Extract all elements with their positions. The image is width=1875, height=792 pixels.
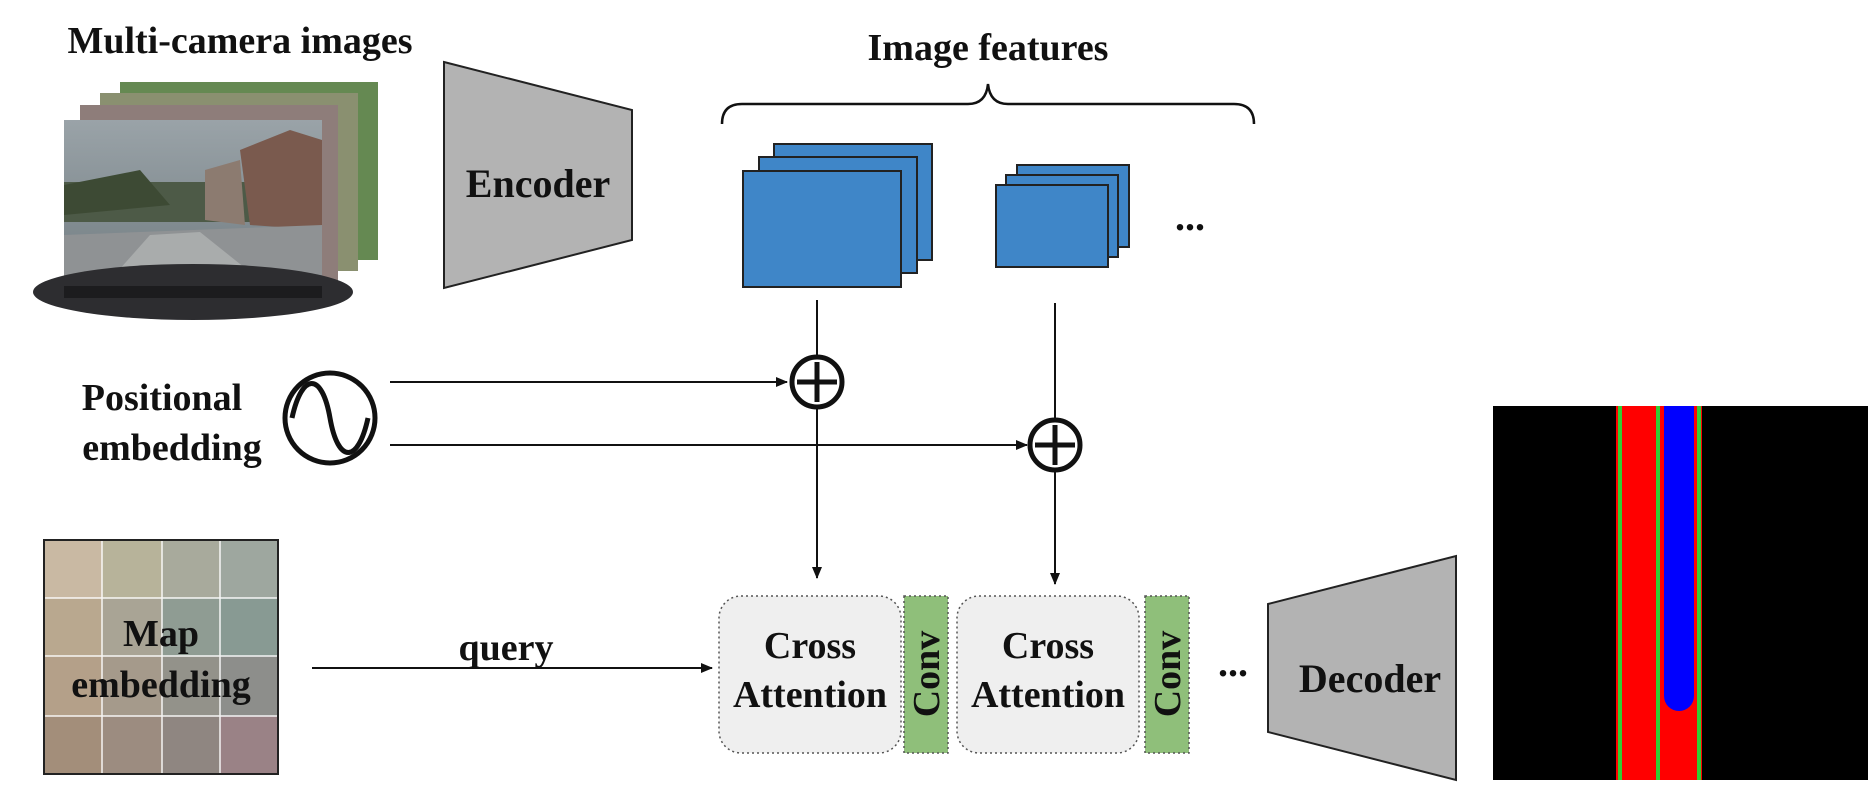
positional-label-line2: embedding — [82, 427, 261, 469]
positional-label-line1: Positional — [82, 377, 242, 419]
decoder-block — [1267, 554, 1457, 782]
cross-attention-1-line2: Attention — [733, 674, 887, 716]
bev-output-image — [1493, 406, 1868, 780]
cross-attention-2-line2: Attention — [971, 674, 1125, 716]
conv-2-label: Conv — [1147, 631, 1189, 718]
vehicle-trajectory — [1664, 406, 1694, 711]
attention-ellipsis: ... — [1218, 640, 1248, 685]
feature-map-stack-small — [995, 164, 1130, 268]
image-features-title: Image features — [868, 27, 1109, 69]
image-features-brace — [720, 83, 1256, 125]
camera-image-stack — [33, 82, 378, 320]
cross-attention-2-line1: Cross — [1002, 625, 1094, 667]
decoder-label: Decoder — [1299, 656, 1441, 701]
plus-circle-icon — [789, 354, 845, 410]
plus-circle-icon — [1027, 417, 1083, 473]
sine-wave-icon — [282, 370, 378, 466]
cross-attention-block-1 — [718, 595, 902, 754]
encoder-label: Encoder — [466, 161, 610, 206]
conv-1-label: Conv — [906, 631, 948, 718]
feature-map-stack-large — [742, 143, 933, 288]
cross-attention-block-2 — [956, 595, 1140, 754]
encoder-block — [443, 60, 633, 290]
conv-block-2 — [1144, 595, 1190, 754]
cross-attention-1-line1: Cross — [764, 625, 856, 667]
map-label-line2: embedding — [71, 664, 250, 706]
map-embedding-grid — [43, 539, 279, 775]
query-label: query — [459, 627, 554, 669]
multi-camera-title: Multi-camera images — [67, 20, 412, 62]
front-camera-image — [33, 120, 353, 320]
map-label-line1: Map — [123, 613, 199, 655]
conv-block-1 — [903, 595, 949, 754]
features-ellipsis: ... — [1175, 194, 1205, 239]
